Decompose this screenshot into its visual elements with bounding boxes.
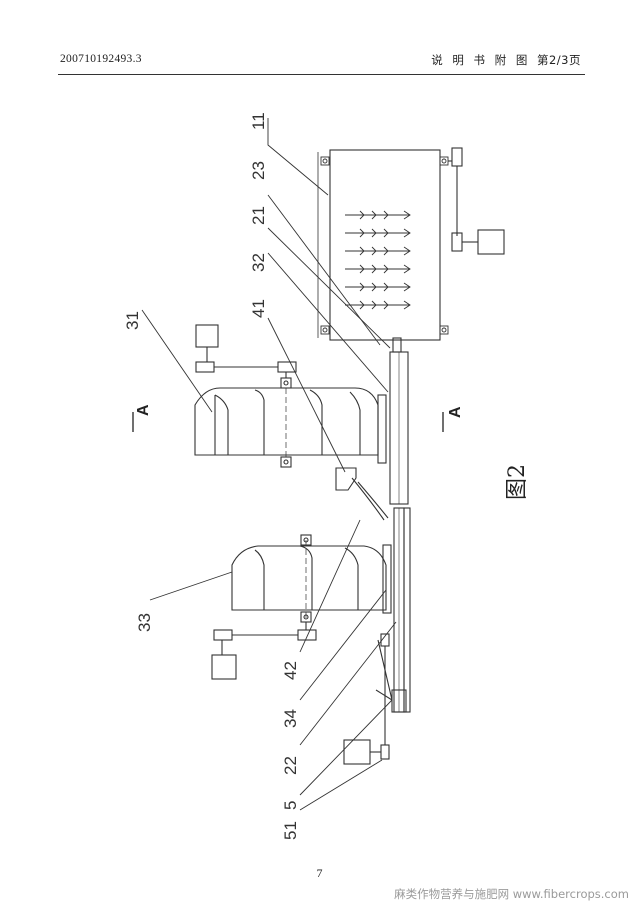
callout-21: 21 [249, 206, 268, 225]
drive-assembly-33 [211, 622, 317, 680]
drum-33 [231, 534, 392, 623]
callout-41: 41 [249, 299, 268, 318]
document-number: 200710192493.3 [60, 53, 142, 65]
callout-23: 23 [249, 161, 268, 180]
callout-11: 11 [249, 112, 268, 130]
belt-drive-51 [343, 633, 407, 765]
callout-5: 5 [281, 801, 300, 810]
page-info: 第2/3页 [536, 53, 581, 67]
header-rule [58, 74, 585, 75]
section-label: 说 明 书 附 图 [431, 53, 531, 67]
callout-22: 22 [281, 756, 300, 775]
page-number: 7 [316, 866, 323, 880]
callout-33: 33 [135, 613, 154, 632]
callout-31: 31 [123, 311, 142, 330]
drum-31 [194, 377, 387, 468]
conveyor-rails [393, 507, 411, 713]
flow-arrows [345, 210, 411, 310]
figure-title: 图2 [505, 464, 530, 500]
callout-51: 51 [281, 821, 300, 840]
section-label-a-right: A [447, 406, 464, 418]
drive-assembly-31 [195, 324, 297, 378]
bearing-marks-box [320, 156, 449, 335]
callout-42: 42 [281, 661, 300, 680]
watermark: 麻类作物营养与施肥网 www.fibercrops.com [394, 887, 629, 901]
drive-assembly-11 [448, 147, 505, 255]
leader-lines [141, 118, 397, 811]
central-tube [389, 337, 409, 505]
callout-34: 34 [281, 709, 300, 728]
section-label-a-left: A [135, 404, 152, 416]
header-section-title: 说 明 书 附 图 第2/3页 [431, 52, 581, 68]
callout-32: 32 [249, 253, 268, 272]
feed-chute-41 [335, 467, 389, 521]
component-box-11 [317, 149, 441, 341]
section-marks [132, 412, 444, 432]
